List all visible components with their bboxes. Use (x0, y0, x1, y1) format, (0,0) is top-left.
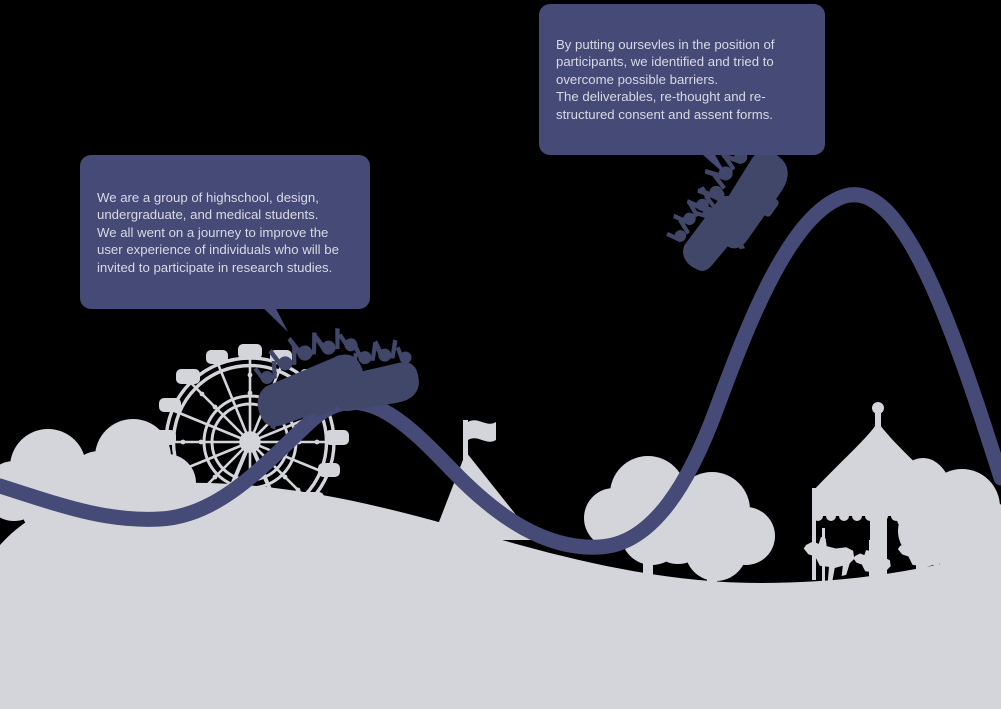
rolling-hill-ground (0, 482, 1001, 709)
speech-bubble-team: We are a group of highschool, design, un… (80, 155, 370, 309)
roller-coaster-car-climbing (666, 135, 788, 271)
roller-coaster-car-descending (253, 328, 419, 430)
speech-bubble-outcome-text: By putting oursevles in the position of … (556, 36, 775, 122)
speech-bubble-team-text: We are a group of highschool, design, un… (97, 189, 339, 275)
speech-bubble-outcome: By putting oursevles in the position of … (539, 4, 825, 155)
roller-coaster-track (0, 187, 1001, 555)
